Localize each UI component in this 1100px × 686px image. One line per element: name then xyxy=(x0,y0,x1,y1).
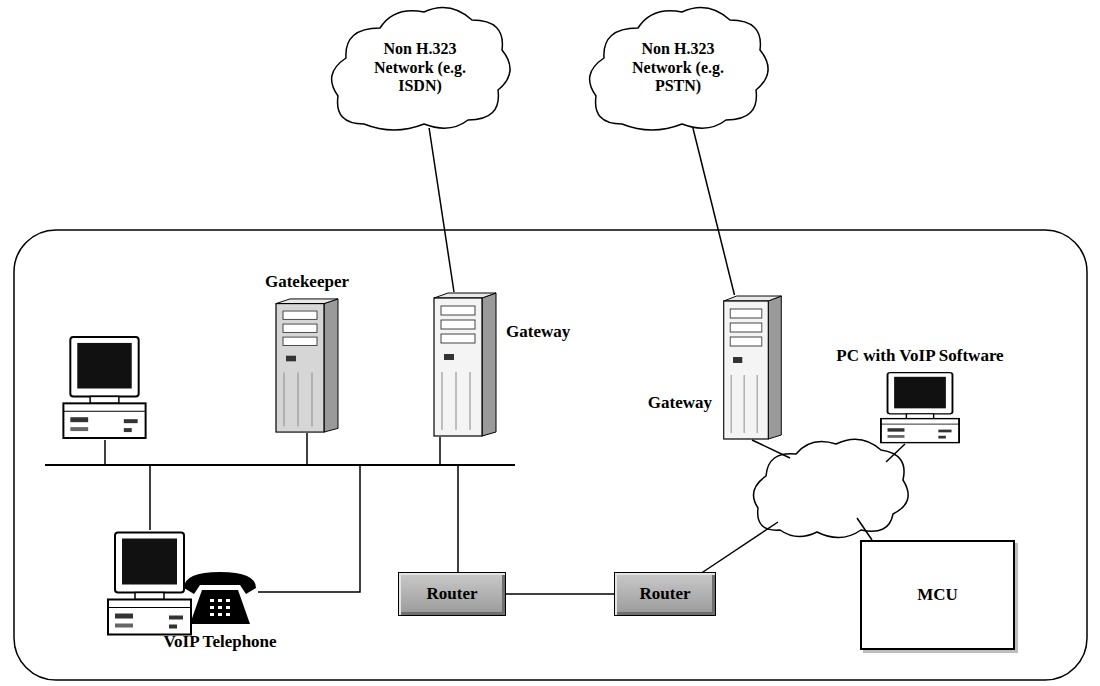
network-link xyxy=(693,128,735,295)
key xyxy=(210,613,214,616)
device-label: Gateway xyxy=(506,322,570,342)
gateway-server: Gateway xyxy=(720,295,785,440)
key xyxy=(210,599,214,602)
non-h323-cloud: Non H.323 Network (e.g. PSTN) xyxy=(588,8,768,128)
drive-bay xyxy=(730,309,762,318)
server-tower xyxy=(272,298,342,433)
lan-link xyxy=(886,444,905,462)
bus-drop xyxy=(306,433,308,465)
key xyxy=(218,599,222,602)
panel-line xyxy=(456,372,457,430)
bus-drop xyxy=(439,437,441,465)
node-label: Router xyxy=(427,584,478,604)
mcu-box: MCU xyxy=(860,540,1015,650)
key xyxy=(218,613,222,616)
gateway-server: Gateway xyxy=(430,292,500,437)
pc-icon xyxy=(108,533,191,635)
pc-icon xyxy=(880,372,960,444)
power-button xyxy=(286,356,296,362)
bus-drop xyxy=(104,440,106,465)
node-label: Non H.323 Network (e.g. ISDN) xyxy=(372,40,468,95)
network-link xyxy=(506,593,614,595)
panel-line xyxy=(312,372,313,426)
voip-pc: PC with VoIP Software xyxy=(880,372,960,444)
tower-top xyxy=(434,293,496,298)
node-label: Router xyxy=(640,584,691,604)
non-h323-cloud: Non H.323 Network (e.g. ISDN) xyxy=(330,8,510,128)
drive-bay xyxy=(441,320,475,329)
panel-line xyxy=(442,372,443,430)
server-tower xyxy=(430,292,500,437)
panel-line xyxy=(470,372,471,430)
key xyxy=(226,599,230,602)
network-link xyxy=(429,128,454,292)
drive-bay xyxy=(283,337,317,345)
panel-line xyxy=(298,372,299,426)
drive-bay xyxy=(441,334,475,343)
power-button xyxy=(444,354,454,360)
drive-bay xyxy=(730,323,762,332)
lan-bus xyxy=(45,464,515,466)
key xyxy=(218,606,222,609)
gatekeeper-server: Gatekeeper xyxy=(272,298,342,433)
tower-top xyxy=(276,299,338,304)
drive-bay xyxy=(730,337,762,346)
key xyxy=(210,606,214,609)
key xyxy=(226,606,230,609)
phone-wire xyxy=(258,465,360,592)
voip-telephone: VoIP Telephone xyxy=(182,570,258,626)
lan-link xyxy=(700,522,778,574)
pc-symbol xyxy=(881,373,959,443)
h323-zone-outline xyxy=(14,230,1087,680)
tower-side xyxy=(768,296,781,439)
node-label: MCU xyxy=(917,585,958,605)
tower-front xyxy=(276,304,324,432)
panel-line xyxy=(744,375,745,433)
drive-bay xyxy=(283,324,317,332)
device-label: VoIP Telephone xyxy=(163,632,276,652)
lan-link xyxy=(752,440,790,458)
server-tower xyxy=(720,295,785,440)
tower-front xyxy=(724,301,769,439)
drive-bay xyxy=(283,311,317,319)
router-box: Router xyxy=(614,572,716,616)
tower-side xyxy=(324,299,338,432)
device-label: Gatekeeper xyxy=(265,272,349,292)
key xyxy=(226,613,230,616)
tower-top xyxy=(724,296,782,301)
drive-bay xyxy=(441,306,475,315)
tower-front xyxy=(434,298,482,436)
cloud-path xyxy=(332,8,511,131)
lan-link xyxy=(857,518,872,540)
panel-line xyxy=(731,375,732,433)
device-label: Gateway xyxy=(648,393,712,413)
tower-side xyxy=(482,293,496,436)
telephone-icon xyxy=(182,570,258,626)
router-box: Router xyxy=(398,572,506,616)
cloud-path xyxy=(590,8,769,131)
panel-line xyxy=(284,372,285,426)
bus-drop xyxy=(149,465,151,530)
node-label: Non H.323 Network (e.g. PSTN) xyxy=(630,40,726,95)
phone-body xyxy=(190,590,250,624)
power-button xyxy=(733,357,742,363)
pc-icon xyxy=(63,337,145,438)
router-drop xyxy=(457,465,459,572)
panel-line xyxy=(757,375,758,433)
device-label: PC with VoIP Software xyxy=(836,346,1003,366)
